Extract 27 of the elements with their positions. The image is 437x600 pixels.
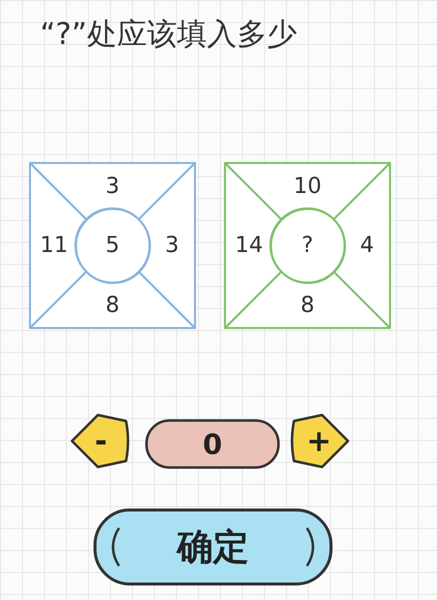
confirm-button: 确定 — [93, 508, 333, 586]
triangle-section — [30, 271, 195, 328]
triangle-section — [30, 163, 195, 220]
title-text: “?”处应该填入多少 — [40, 16, 298, 54]
triangle-section — [138, 163, 195, 328]
number-label: 14 — [235, 234, 263, 256]
triangle-section — [225, 271, 390, 328]
number-label: 4 — [360, 234, 374, 256]
triangle-section — [225, 163, 390, 220]
number-label: 5 — [106, 234, 120, 256]
number-label: 8 — [106, 295, 120, 317]
number-label: 10 — [294, 176, 322, 198]
decrease-button: - — [70, 413, 132, 469]
increase-button: + — [288, 413, 350, 469]
center-circle — [74, 208, 150, 284]
number-label: 11 — [40, 234, 68, 256]
triangle-section — [30, 163, 87, 328]
number-label: 8 — [300, 295, 314, 317]
number-label: ? — [302, 234, 314, 256]
puzzle-panel — [225, 163, 390, 328]
number-field: 0 — [145, 419, 280, 469]
triangle-section — [225, 163, 282, 328]
puzzle-panel — [30, 163, 195, 328]
number-label: 3 — [106, 176, 120, 198]
triangle-section — [333, 163, 390, 328]
number-label: 3 — [165, 234, 179, 256]
center-circle — [270, 208, 346, 284]
